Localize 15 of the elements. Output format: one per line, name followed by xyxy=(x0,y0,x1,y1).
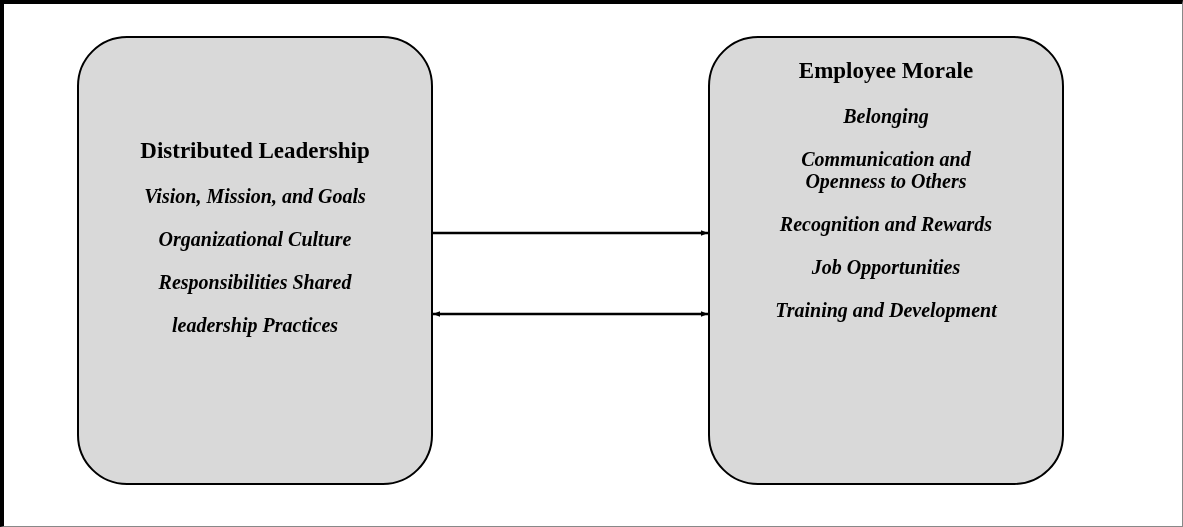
factor-text: leadership Practices xyxy=(171,314,339,336)
rounded-box xyxy=(77,36,433,485)
arrow xyxy=(433,230,708,236)
box-heading: Distributed Leadership xyxy=(140,138,370,164)
factor-text: Vision, Mission, and Goals xyxy=(144,185,366,207)
factor-text: Responsibilities Shared xyxy=(158,271,352,293)
factor-text: Job Opportunities xyxy=(811,256,961,278)
factor-text: Belonging xyxy=(843,105,929,127)
arrow xyxy=(433,311,708,317)
rounded-box xyxy=(708,36,1064,485)
factor-text: Communication and Openness to Others xyxy=(800,148,972,192)
factor-text: Recognition and Rewards xyxy=(779,213,993,235)
factor-text: Organizational Culture xyxy=(158,228,352,250)
factor-text: Training and Development xyxy=(775,299,997,321)
box-heading: Employee Morale xyxy=(798,58,974,84)
